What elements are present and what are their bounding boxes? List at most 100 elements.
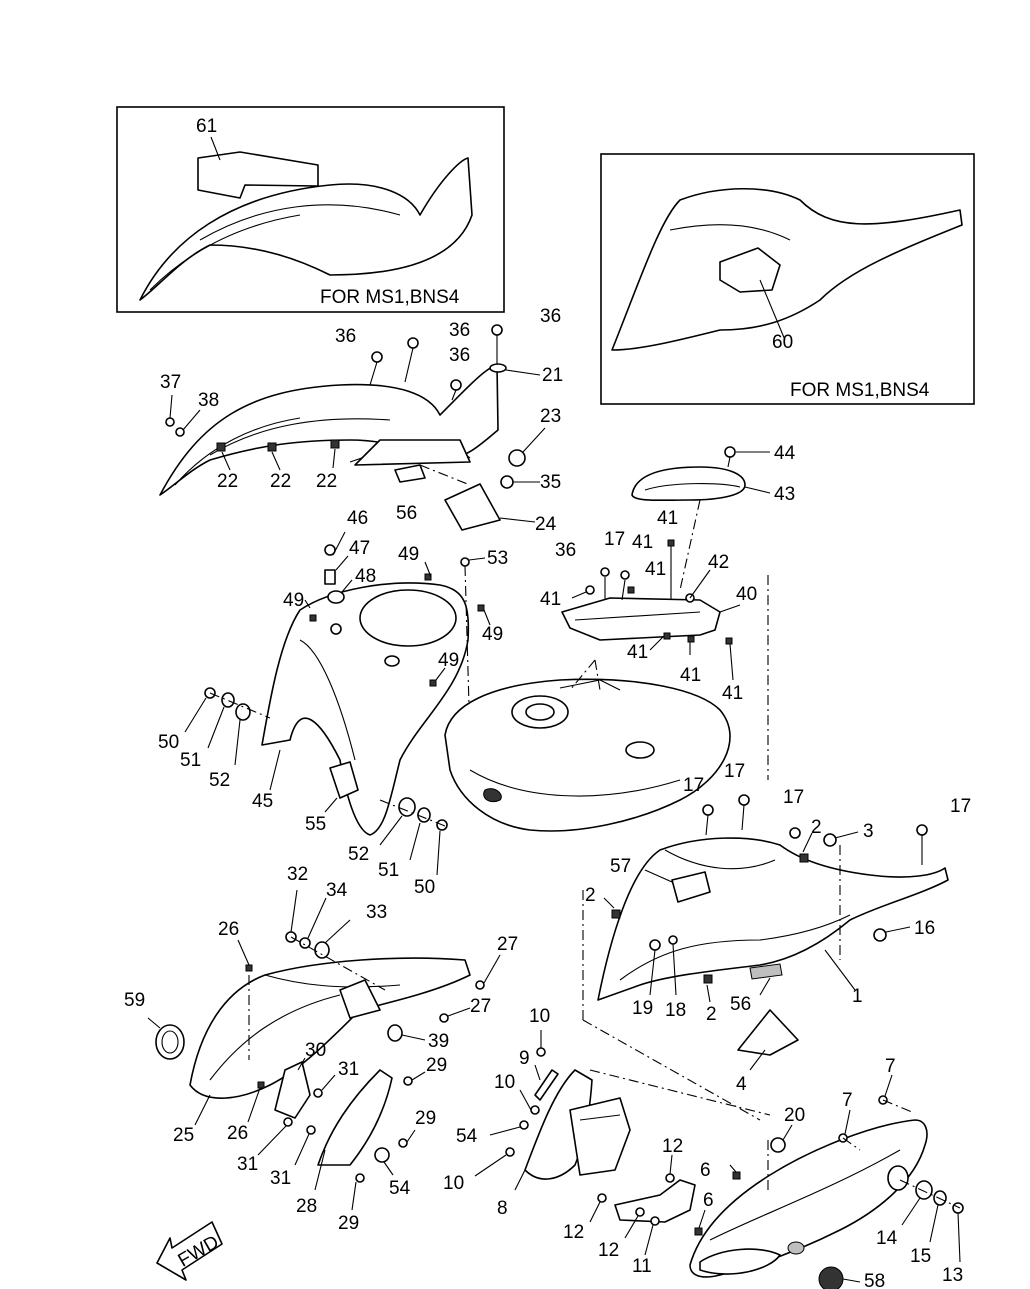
upper-side-cover-group: 36 36 36 36 37 38 21 23 35 22 22 22 56 2… bbox=[159, 306, 563, 535]
label-43: 43 bbox=[774, 484, 795, 505]
label-30: 30 bbox=[305, 1040, 326, 1061]
label-36e: 36 bbox=[555, 540, 576, 561]
label-7a: 7 bbox=[842, 1090, 853, 1111]
label-18: 18 bbox=[665, 1000, 686, 1021]
label-37: 37 bbox=[160, 372, 181, 393]
label-13: 13 bbox=[942, 1265, 963, 1286]
label-53: 53 bbox=[487, 548, 508, 569]
label-39: 39 bbox=[428, 1031, 449, 1052]
label-54b: 54 bbox=[456, 1126, 478, 1147]
label-49a: 49 bbox=[398, 544, 419, 565]
label-59: 59 bbox=[124, 990, 145, 1011]
label-24: 24 bbox=[535, 514, 557, 535]
label-41f: 41 bbox=[680, 665, 701, 686]
label-17e: 17 bbox=[950, 796, 971, 817]
label-29b: 29 bbox=[415, 1108, 436, 1129]
label-29c: 29 bbox=[338, 1213, 359, 1234]
label-36d: 36 bbox=[449, 345, 470, 366]
label-31a: 31 bbox=[338, 1059, 359, 1080]
label-23: 23 bbox=[540, 406, 561, 427]
label-3: 3 bbox=[863, 821, 874, 842]
label-52a: 52 bbox=[209, 770, 230, 791]
label-36c: 36 bbox=[540, 306, 561, 327]
label-50a: 50 bbox=[158, 732, 179, 753]
label-12b: 12 bbox=[563, 1222, 584, 1243]
label-41e: 41 bbox=[627, 642, 648, 663]
label-47: 47 bbox=[349, 538, 370, 559]
label-32: 32 bbox=[287, 864, 308, 885]
inset-right: FOR MS1,BNS4 60 bbox=[600, 153, 975, 405]
label-38: 38 bbox=[198, 390, 219, 411]
label-17c: 17 bbox=[724, 761, 745, 782]
label-41b: 41 bbox=[657, 508, 678, 529]
label-31c: 31 bbox=[270, 1168, 291, 1189]
label-27a: 27 bbox=[497, 934, 518, 955]
label-14: 14 bbox=[876, 1228, 898, 1249]
fuel-tank bbox=[444, 659, 731, 832]
fwd-arrow-icon: FWD bbox=[156, 1221, 223, 1281]
label-36a: 36 bbox=[335, 326, 356, 347]
label-9: 9 bbox=[519, 1048, 530, 1069]
label-55: 55 bbox=[305, 814, 326, 835]
label-41a: 41 bbox=[632, 532, 653, 553]
label-10b: 10 bbox=[494, 1072, 515, 1093]
label-51b: 51 bbox=[378, 860, 399, 881]
label-31b: 31 bbox=[237, 1154, 258, 1175]
label-57: 57 bbox=[610, 856, 631, 877]
lower-right-cover-group: 20 7 7 12 6 6 12 12 11 14 15 13 58 bbox=[563, 1056, 964, 1289]
label-19: 19 bbox=[632, 998, 653, 1019]
label-50b: 50 bbox=[414, 877, 435, 898]
label-49d: 49 bbox=[438, 650, 459, 671]
left-lower-cover-group: 32 34 33 26 27 27 59 39 30 31 29 25 26 3… bbox=[124, 864, 518, 1234]
label-60: 60 bbox=[772, 332, 793, 353]
center-bracket-group: 10 9 10 54 10 8 bbox=[443, 1006, 771, 1219]
side-cover-1-group: 17 17 17 17 2 3 57 2 16 19 18 2 56 1 4 bbox=[582, 761, 971, 1121]
label-42: 42 bbox=[708, 552, 729, 573]
label-41d: 41 bbox=[540, 589, 561, 610]
label-29a: 29 bbox=[426, 1055, 447, 1076]
label-26b: 26 bbox=[227, 1123, 248, 1144]
label-22c: 22 bbox=[316, 471, 337, 492]
tank-cover-group: 46 47 48 49 49 49 49 53 50 51 52 45 55 5… bbox=[158, 508, 508, 898]
label-17b: 17 bbox=[683, 775, 704, 796]
label-6b: 6 bbox=[703, 1190, 714, 1211]
label-17a: 17 bbox=[604, 529, 625, 550]
label-33: 33 bbox=[366, 902, 387, 923]
inset-left-caption: FOR MS1,BNS4 bbox=[320, 287, 460, 308]
inset-left: FOR MS1,BNS4 61 bbox=[116, 106, 505, 313]
bracket-40-group: 36 17 41 41 41 41 42 40 41 41 41 bbox=[540, 499, 769, 780]
label-46: 46 bbox=[347, 508, 368, 529]
label-15: 15 bbox=[910, 1246, 931, 1267]
label-41g: 41 bbox=[722, 683, 743, 704]
label-61: 61 bbox=[196, 116, 217, 137]
label-56b: 56 bbox=[730, 994, 751, 1015]
label-28: 28 bbox=[296, 1196, 317, 1217]
label-21: 21 bbox=[542, 365, 563, 386]
label-4: 4 bbox=[736, 1074, 747, 1095]
label-17d: 17 bbox=[783, 787, 804, 808]
label-34: 34 bbox=[326, 880, 348, 901]
label-36b: 36 bbox=[449, 320, 470, 341]
label-49b: 49 bbox=[283, 590, 304, 611]
label-56a: 56 bbox=[396, 503, 417, 524]
label-12c: 12 bbox=[598, 1240, 619, 1261]
label-25: 25 bbox=[173, 1125, 194, 1146]
label-10c: 10 bbox=[443, 1173, 464, 1194]
label-16: 16 bbox=[914, 918, 935, 939]
label-54a: 54 bbox=[389, 1178, 411, 1199]
inset-right-caption: FOR MS1,BNS4 bbox=[790, 380, 930, 401]
label-22a: 22 bbox=[217, 471, 238, 492]
label-10a: 10 bbox=[529, 1006, 550, 1027]
label-20: 20 bbox=[784, 1105, 805, 1126]
label-48: 48 bbox=[355, 566, 376, 587]
label-45: 45 bbox=[252, 791, 273, 812]
top-cap-group: 44 43 bbox=[631, 443, 796, 505]
label-35: 35 bbox=[540, 472, 561, 493]
label-44: 44 bbox=[774, 443, 796, 464]
label-27b: 27 bbox=[470, 996, 491, 1017]
label-12a: 12 bbox=[662, 1136, 683, 1157]
label-51a: 51 bbox=[180, 750, 201, 771]
label-49c: 49 bbox=[482, 624, 503, 645]
label-52b: 52 bbox=[348, 844, 369, 865]
